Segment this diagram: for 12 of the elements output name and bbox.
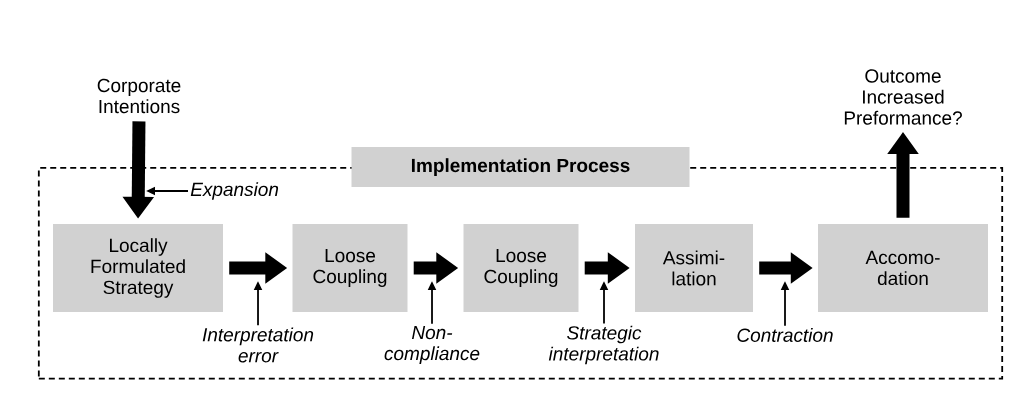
text-label: Outcome Increased Preformance? [844, 69, 962, 125]
influence-label: Contraction [737, 328, 833, 342]
influence-label: Expansion [190, 182, 279, 200]
influence-label: Non- compliance [384, 326, 480, 364]
process-box: Assimi- lation [635, 224, 753, 312]
influence-label: Strategic interpretation [548, 325, 659, 365]
process-box: Loose Coupling [292, 224, 408, 312]
process-box: Loose Coupling [463, 224, 579, 312]
influence-label: Interpretation error [202, 327, 314, 363]
process-box: Accomo- dation [818, 224, 988, 312]
process-box: Locally Formulated Strategy [53, 224, 223, 312]
text-label: Corporate Intentions [97, 78, 181, 114]
